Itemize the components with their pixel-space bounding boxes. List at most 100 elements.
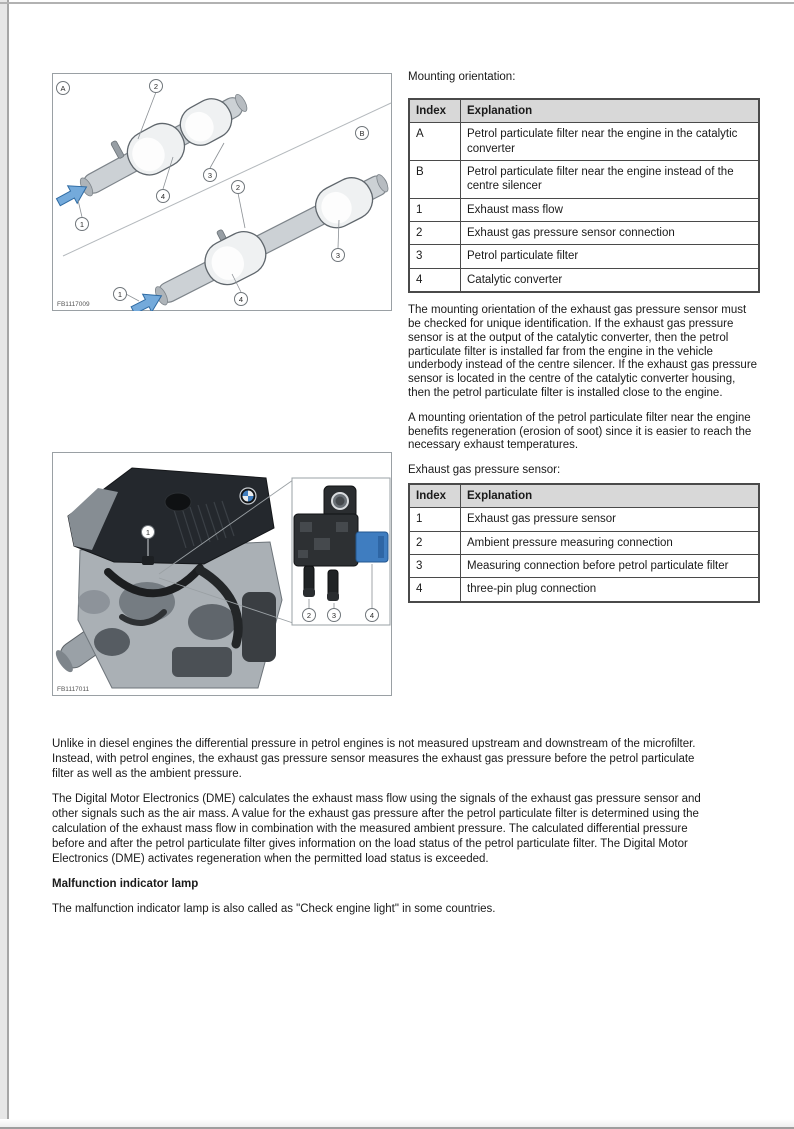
- pipe-end-cap: [376, 174, 389, 193]
- table-row: 3 Measuring connection before petrol par…: [408, 554, 760, 579]
- paragraph-diesel-comparison: Unlike in diesel engines the differentia…: [52, 738, 696, 780]
- col-header-explanation: Explanation: [460, 98, 760, 124]
- paragraph-regeneration: A mounting orientation of the petrol par…: [408, 411, 752, 452]
- cell-index: 3: [408, 554, 461, 579]
- col-header-index: Index: [408, 98, 461, 124]
- callout-1-bottom: [113, 287, 127, 301]
- table-row: 3 Petrol particulate filter: [408, 244, 760, 269]
- stub-tip: [303, 588, 315, 597]
- exhaust-diagram: A 2 B 3 4 1 2 3 4 1 FB1117009: [52, 73, 392, 311]
- cell-explanation: Petrol particulate filter: [460, 244, 760, 269]
- callout-1-bottom-label: 1: [118, 290, 122, 299]
- engine-cover-side: [68, 488, 118, 550]
- engine-diagram: 2 3 4 1 FB1117011: [52, 452, 392, 696]
- variant-divider-line: [62, 102, 392, 257]
- cell-index: 1: [408, 197, 461, 223]
- callout-3-top-label: 3: [208, 171, 212, 180]
- cell-index: 4: [408, 577, 461, 603]
- callout-1-top-label: 1: [80, 220, 84, 229]
- inset-leader-line: [158, 577, 294, 624]
- paragraph-mounting-check: The mounting orientation of the exhaust …: [408, 304, 758, 399]
- table-row: 4 three-pin plug connection: [408, 577, 760, 603]
- engine-illustration: [55, 467, 283, 689]
- paragraph-dme-calculation: The Digital Motor Electronics (DME) calc…: [52, 793, 701, 865]
- canister-highlight: [132, 137, 165, 172]
- viewer-left-gutter: [0, 0, 9, 1129]
- cell-explanation: Petrol particulate filter near the engin…: [460, 159, 760, 199]
- engine-component: [188, 604, 236, 640]
- exhaust-assembly-a: [55, 93, 248, 207]
- page-bottom-edge: [0, 1127, 794, 1129]
- exhaust-flow-arrow: [55, 185, 88, 207]
- inset-leader-line: [158, 479, 294, 575]
- callout-4-label: 4: [370, 611, 374, 620]
- table-row: A Petrol particulate filter near the eng…: [408, 122, 760, 161]
- figure-engine-pressure-sensor: 2 3 4 1 FB1117011: [52, 452, 392, 696]
- page-top-edge: [0, 2, 794, 4]
- figure2-id-label: FB1117011: [57, 686, 90, 693]
- engine-cover-ribs: [173, 500, 235, 549]
- cell-explanation: Ambient pressure measuring connection: [460, 530, 760, 556]
- page-bottom-shadow: [0, 1119, 794, 1127]
- engine-hose: [104, 564, 204, 598]
- cell-explanation: Exhaust gas pressure sensor connection: [460, 221, 760, 246]
- table-header-row: Index Explanation: [408, 98, 760, 124]
- table-header-row: Index Explanation: [408, 483, 760, 509]
- cell-index: 2: [408, 530, 461, 556]
- engine-component: [172, 647, 232, 677]
- table-row: 1 Exhaust gas pressure sensor: [408, 507, 760, 532]
- bottom-text-section: Unlike in diesel engines the differentia…: [52, 737, 712, 927]
- cell-explanation: Petrol particulate filter near the engin…: [460, 122, 760, 161]
- sensor-body-detail: [298, 522, 348, 558]
- sensor-inset: 2 3 4: [291, 477, 391, 626]
- callout-1-top: [75, 217, 89, 231]
- sensor-mounting-hole-inner: [335, 496, 345, 506]
- callout-4-top-label: 4: [161, 192, 165, 201]
- callout-leader-lines: [77, 91, 340, 302]
- callout-2-top-label: 2: [154, 82, 158, 91]
- table-row: 2 Ambient pressure measuring connection: [408, 530, 760, 556]
- engine-component: [78, 590, 110, 614]
- engine-component: [94, 628, 130, 656]
- figure1-id-label: FB1117009: [57, 301, 90, 308]
- callout-2-top: [149, 79, 163, 93]
- canister-highlight: [211, 246, 245, 280]
- downpipe-cap: [55, 650, 73, 673]
- paragraph-check-engine-light: The malfunction indicator lamp is also c…: [52, 903, 496, 915]
- callout-B: [355, 126, 369, 140]
- right-text-column: Mounting orientation: Index Explanation …: [408, 71, 760, 603]
- callout-3-bottom-label: 3: [336, 251, 340, 260]
- callout-2-bottom: [231, 180, 245, 194]
- callout-4-bottom: [234, 292, 248, 306]
- callout-3-top: [203, 168, 217, 182]
- cell-index: 3: [408, 244, 461, 269]
- engine-hose: [119, 609, 167, 626]
- callout-A: [56, 81, 70, 95]
- cell-index: B: [408, 159, 461, 199]
- callout-4: [365, 608, 379, 622]
- callout-B-label: B: [359, 129, 364, 138]
- inset-callout-leaders: [308, 564, 373, 608]
- exhaust-flow-arrow: [130, 293, 163, 311]
- table-row: 2 Exhaust gas pressure sensor connection: [408, 221, 760, 246]
- figure-exhaust-mounting-variants: A 2 B 3 4 1 2 3 4 1 FB1117009: [52, 73, 392, 311]
- callout-4-bottom-label: 4: [239, 295, 243, 304]
- mounting-orientation-intro: Mounting orientation:: [408, 71, 516, 83]
- bmw-roundel: [239, 487, 257, 505]
- callout-A-label: A: [60, 84, 65, 93]
- callout-1-label: 1: [146, 528, 150, 537]
- callout-2: [302, 608, 316, 622]
- heading-malfunction-indicator-lamp: Malfunction indicator lamp: [52, 878, 199, 890]
- callout-3-bottom: [331, 248, 345, 262]
- sensor-location: [142, 556, 154, 565]
- cell-explanation: Measuring connection before petrol parti…: [460, 554, 760, 579]
- pressure-sensor-table: Index Explanation 1 Exhaust gas pressure…: [408, 482, 760, 603]
- callout-3-label: 3: [332, 611, 336, 620]
- callout-2-label: 2: [307, 611, 311, 620]
- callout-4-top: [156, 189, 170, 203]
- engine-cover: [67, 467, 275, 565]
- cell-index: 1: [408, 507, 461, 532]
- cell-index: 2: [408, 221, 461, 246]
- callout-2-bottom-label: 2: [236, 183, 240, 192]
